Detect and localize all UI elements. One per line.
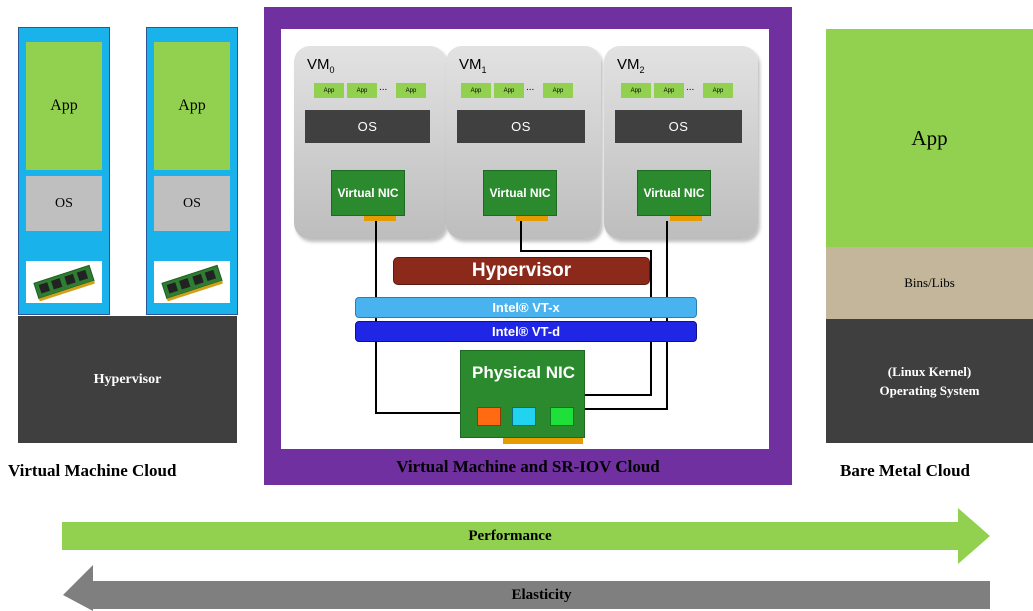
vm-app-chip: App xyxy=(494,83,524,98)
performance-label: Performance xyxy=(468,527,552,544)
virtual-nic-connector xyxy=(516,216,548,221)
vm-app-box: App xyxy=(154,42,230,170)
memory-module-icon xyxy=(26,261,102,303)
vm-label: VM0 xyxy=(307,56,335,75)
virtual-nic-card: Virtual NIC xyxy=(637,170,711,216)
vm-card-1: VM1 App App ... App OS Virtual NIC xyxy=(446,46,601,239)
nic-connection-lines-front xyxy=(375,221,668,239)
virtual-nic-card: Virtual NIC xyxy=(331,170,405,216)
bare-metal-os-box: (Linux Kernel) Operating System xyxy=(826,319,1033,443)
vm-os-bar: OS xyxy=(457,110,585,143)
vm-app-chip: App xyxy=(314,83,344,98)
vm-app-chip: App xyxy=(654,83,684,98)
vm-app-chip: App xyxy=(461,83,491,98)
sriov-cloud-caption: Virtual Machine and SR-IOV Cloud xyxy=(396,457,660,476)
vm-app-chip: App xyxy=(703,83,733,98)
vm-card-2: VM2 App App ... App OS Virtual NIC xyxy=(604,46,758,239)
vm-os-box: OS xyxy=(154,176,230,231)
vm-cloud: App OS App OS xyxy=(0,0,260,500)
physical-nic-label: Physical NIC xyxy=(472,363,575,382)
physical-nic-port-orange xyxy=(477,407,501,426)
virtual-nic-card: Virtual NIC xyxy=(483,170,557,216)
physical-nic-port-green xyxy=(550,407,574,426)
vm-app-chip: App xyxy=(621,83,651,98)
intel-vt-x-bar: Intel® VT-x xyxy=(355,297,697,318)
vm-app-ellipsis: ... xyxy=(526,82,535,93)
elasticity-label: Elasticity xyxy=(511,586,572,603)
bare-metal-os-line2: Operating System xyxy=(879,383,980,398)
vm-column-1: App OS xyxy=(18,27,110,315)
bare-metal-bins-libs-box: Bins/Libs xyxy=(826,247,1033,319)
bare-metal-caption: Bare Metal Cloud xyxy=(840,461,971,480)
vm-cloud-caption: Virtual Machine Cloud xyxy=(8,461,177,480)
virtual-nic-connector xyxy=(364,216,396,221)
vm-os-box: OS xyxy=(26,176,102,231)
bare-metal-os-line1: (Linux Kernel) xyxy=(887,364,972,379)
vm-app-chip: App xyxy=(396,83,426,98)
vm-hypervisor-box: Hypervisor xyxy=(18,316,237,443)
vm-label: VM2 xyxy=(617,56,645,75)
intel-vt-d-bar: Intel® VT-d xyxy=(355,321,697,342)
vm-card-0: VM0 App App ... App OS Virtual NIC xyxy=(294,46,446,239)
vm-app-ellipsis: ... xyxy=(379,82,388,93)
vm-os-bar: OS xyxy=(305,110,430,143)
vm-app-chip: App xyxy=(543,83,573,98)
vm-os-bar: OS xyxy=(615,110,742,143)
physical-nic-port-cyan xyxy=(512,407,536,426)
vm-label: VM1 xyxy=(459,56,487,75)
bare-metal-app-box: App xyxy=(826,29,1033,247)
vm-column-2: App OS xyxy=(146,27,238,315)
vm-app-chip: App xyxy=(347,83,377,98)
physical-nic-card: Physical NIC xyxy=(460,350,585,438)
vm-app-ellipsis: ... xyxy=(686,82,695,93)
virtual-nic-connector xyxy=(670,216,702,221)
physical-nic-connector xyxy=(503,438,583,444)
sriov-diagram-area: VM0 App App ... App OS Virtual NIC VM1 A… xyxy=(281,29,769,449)
hypervisor-bar: Hypervisor xyxy=(393,257,650,285)
memory-module-icon xyxy=(154,261,230,303)
vm-app-box: App xyxy=(26,42,102,170)
